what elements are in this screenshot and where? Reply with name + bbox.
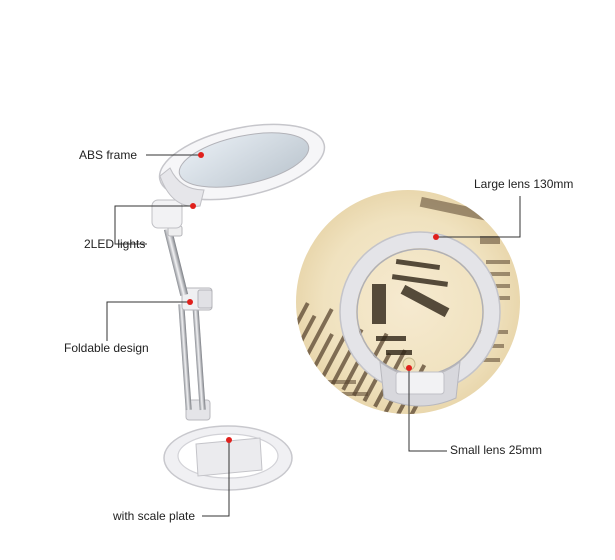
large-lens-glass (178, 132, 310, 188)
callout-line-plate (202, 440, 230, 517)
abs-frame-label: ABS frame (79, 148, 138, 162)
callout-dot-plate (226, 437, 232, 443)
callout-dot-small (406, 365, 412, 371)
small-lens-label: Small lens 25mm (450, 443, 543, 457)
newsprint-detail (296, 190, 520, 414)
callout-line-fold (106, 301, 190, 341)
head-joint (151, 199, 183, 229)
large-lens-closeup (339, 231, 501, 407)
callout-dot-abs (198, 152, 204, 158)
callout-dot-large (433, 234, 439, 240)
callout-dot-fold (187, 299, 193, 305)
led-lights-label: 2LED lights (84, 237, 146, 251)
callout-dots (187, 152, 439, 443)
magnifier-stand (151, 123, 326, 491)
callouts (106, 154, 521, 517)
scale-plate-label: with scale plate (113, 509, 196, 523)
callout-dot-led (190, 203, 196, 209)
lower-rod-right (192, 303, 206, 411)
foldable-design-label: Foldable design (64, 341, 149, 355)
large-lens-label: Large lens 130mm (474, 177, 574, 191)
lower-rod-left (178, 303, 192, 411)
callout-line-led (114, 205, 193, 245)
callout-line-small (408, 368, 447, 452)
upper-rod (163, 228, 189, 296)
callout-line-large (436, 196, 521, 238)
